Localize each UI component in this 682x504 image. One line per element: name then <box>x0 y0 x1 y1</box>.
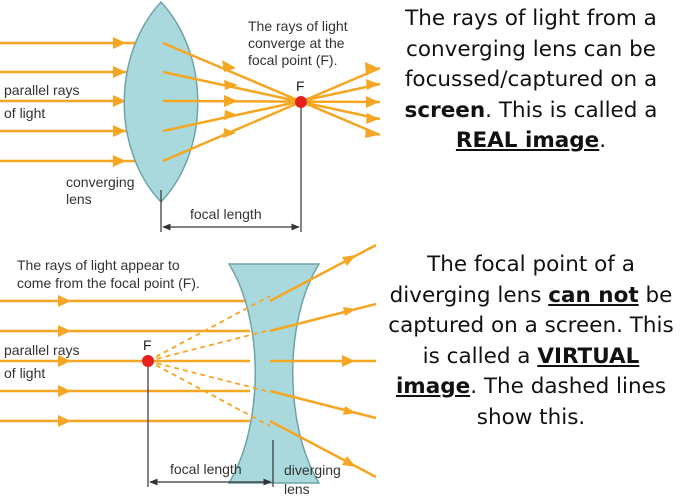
ray-arrowhead <box>365 128 378 138</box>
bold-term-screen: screen <box>404 97 486 123</box>
ray-arrowhead <box>343 406 356 415</box>
ray-arrowhead <box>342 255 356 266</box>
ray-arrowhead <box>365 62 378 76</box>
ray-arrowhead <box>58 355 71 367</box>
explanation-virtual-image: The focal point of a diverging lens can … <box>384 250 678 433</box>
callout-text: The rays of light converge at the focal … <box>248 18 352 68</box>
ray-arrowhead <box>113 125 126 137</box>
focal-point-dot <box>142 355 154 367</box>
label-line: diverging <box>284 462 341 478</box>
ray-arrowhead <box>342 355 355 367</box>
text-segment: The focal point of a diverging lens <box>389 252 635 308</box>
text-segment: be captured on a screen. This is called … <box>388 282 674 369</box>
ray-arrowhead <box>224 110 238 120</box>
virtual-ray <box>147 360 271 393</box>
refracted-ray <box>269 389 377 420</box>
text-segment: . <box>599 128 607 153</box>
diverging-lens-diagram: F The rays of light appear to come from … <box>0 243 377 497</box>
callout-line: converge at the <box>248 35 345 51</box>
incoming-rays-bottom <box>0 299 250 423</box>
ray-arrowhead <box>113 66 126 78</box>
ray-arrowhead <box>113 37 126 49</box>
virtual-ray <box>147 329 271 362</box>
converging-lens-diagram: F The rays of light converge at the foca… <box>0 0 381 232</box>
label-line: of light <box>4 105 45 121</box>
ray-arrowhead <box>224 95 238 107</box>
lens-label: diverging lens <box>284 462 345 497</box>
bold-term-real-image: REAL image <box>456 128 599 153</box>
diverging-lens-shape <box>227 263 321 484</box>
virtual-rays <box>147 295 271 427</box>
incoming-rays-top <box>0 37 153 167</box>
refracted-ray <box>162 99 381 104</box>
focal-point-letter: F <box>143 337 152 353</box>
label-line: parallel rays <box>4 342 79 358</box>
incoming-arrowheads-bottom <box>58 295 71 427</box>
callout-line: focal point (F). <box>248 52 337 68</box>
refracted-arrowheads-top <box>222 60 379 138</box>
refracted-ray <box>269 419 377 479</box>
explanation-real-image: The rays of light from a converging lens… <box>384 4 678 157</box>
virtual-ray <box>147 360 271 427</box>
ray-arrowhead <box>366 96 379 108</box>
ray-arrowhead <box>222 60 236 72</box>
parallel-rays-label: parallel rays of light <box>4 82 83 121</box>
ray-arrowhead <box>224 80 238 90</box>
focal-point-dot <box>295 96 307 108</box>
text-segment: . This is called a <box>485 97 658 123</box>
refracted-ray <box>162 41 381 137</box>
underlined-term: can not <box>548 282 639 308</box>
lens-label: converging lens <box>66 174 138 207</box>
ray-arrowhead <box>342 456 356 467</box>
refracted-rays-bottom <box>269 243 377 479</box>
refracted-ray <box>162 82 381 133</box>
focal-length-label: focal length <box>170 461 242 477</box>
label-line: parallel rays <box>4 82 79 98</box>
callout-text: The rays of light appear to come from th… <box>17 257 200 291</box>
refracted-ray <box>162 70 381 121</box>
label-line: of light <box>4 365 45 381</box>
ray-arrowhead <box>223 128 236 138</box>
callout-line: come from the focal point (F). <box>17 275 200 291</box>
ray-arrowhead <box>113 95 126 107</box>
ray-arrowhead <box>366 113 379 124</box>
ray-arrowhead <box>58 415 71 427</box>
ray-arrowhead <box>343 307 356 316</box>
label-line: lens <box>66 191 92 207</box>
parallel-rays-label: parallel rays of light <box>4 342 83 381</box>
bold-term-can-not: can not <box>548 283 638 308</box>
focal-length-label: focal length <box>190 206 262 222</box>
refracted-ray <box>269 302 377 333</box>
ray-arrowhead <box>58 325 71 337</box>
ray-arrowhead <box>113 155 126 167</box>
ray-arrowhead <box>58 385 71 397</box>
callout-line: The rays of light appear to <box>17 257 180 273</box>
focal-point-letter: F <box>296 78 305 94</box>
ray-arrowhead <box>366 79 379 90</box>
refracted-arrowheads-bottom <box>342 255 356 467</box>
refracted-ray <box>162 66 381 163</box>
text-segment: The rays of light from a converging lens… <box>404 6 658 92</box>
bold-term-virtual-image: VIRTUAL image <box>396 344 639 400</box>
underlined-term: VIRTUAL image <box>395 343 640 400</box>
ray-arrowhead <box>58 295 71 307</box>
text-segment: . The dashed lines show this. <box>470 374 667 430</box>
refracted-ray <box>269 243 377 303</box>
underlined-term: REAL image <box>455 128 600 153</box>
refracted-rays-top <box>162 41 381 163</box>
callout-line: The rays of light <box>248 18 348 34</box>
label-line: converging <box>66 174 135 190</box>
label-line: lens <box>284 481 310 497</box>
